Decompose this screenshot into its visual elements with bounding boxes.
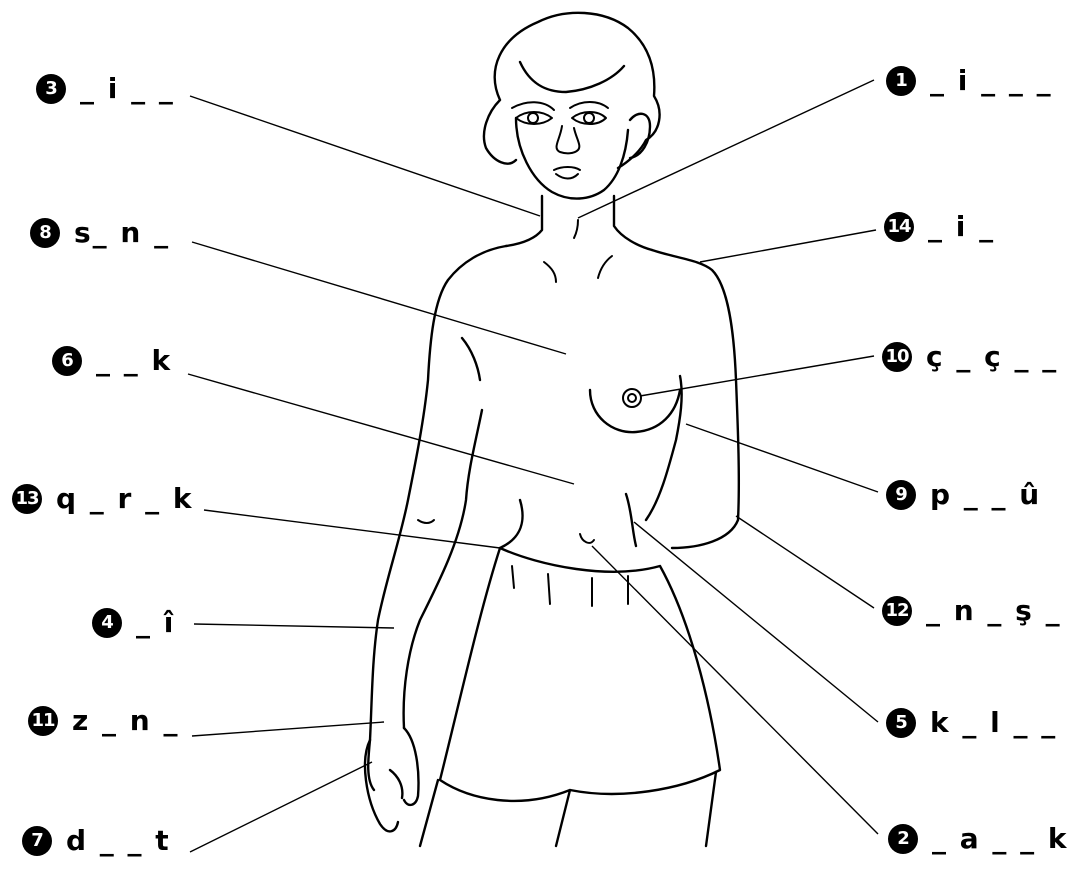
label-1: 1 _ i _ _ _ bbox=[886, 64, 1053, 97]
number-badge: 8 bbox=[30, 218, 60, 248]
number-badge: 5 bbox=[886, 708, 916, 738]
waist-left bbox=[500, 500, 523, 548]
label-14: 14 _ i _ bbox=[884, 210, 995, 243]
label-2: 2 _ a _ _ k bbox=[888, 822, 1069, 855]
label-text: q _ r _ k bbox=[56, 482, 193, 515]
number-badge: 10 bbox=[882, 342, 912, 372]
number-badge: 12 bbox=[882, 596, 912, 626]
neck-line bbox=[574, 220, 578, 238]
number-badge: 3 bbox=[36, 74, 66, 104]
number-badge: 14 bbox=[884, 212, 914, 242]
label-8: 8 s_ n _ bbox=[30, 216, 170, 249]
label-6: 6 _ _ k bbox=[52, 344, 172, 377]
number-badge: 1 bbox=[886, 66, 916, 96]
label-text: z _ n _ bbox=[72, 704, 179, 737]
collarbones bbox=[544, 256, 612, 282]
label-text: _ i _ _ _ bbox=[930, 64, 1053, 97]
label-text: ç _ ç _ _ bbox=[926, 340, 1058, 373]
waist-right bbox=[626, 494, 636, 546]
hand-outline bbox=[365, 728, 418, 831]
legs bbox=[420, 772, 716, 846]
ear-outline bbox=[630, 114, 650, 158]
eyes bbox=[512, 102, 608, 124]
number-badge: 11 bbox=[28, 706, 58, 736]
right-arm-outline bbox=[646, 376, 682, 520]
number-badge: 2 bbox=[888, 824, 918, 854]
label-10: 10 ç _ ç _ _ bbox=[882, 340, 1058, 373]
label-text: k _ l _ _ bbox=[930, 706, 1057, 739]
nipple-outer bbox=[623, 389, 641, 407]
label-text: d _ _ t bbox=[66, 824, 171, 857]
nipple-inner bbox=[628, 394, 636, 402]
label-text: _ i _ bbox=[928, 210, 995, 243]
number-badge: 4 bbox=[92, 608, 122, 638]
torso-left-outline bbox=[368, 246, 506, 790]
navel bbox=[580, 534, 594, 543]
label-text: _ i _ _ bbox=[80, 72, 175, 105]
label-13: 13 q _ r _ k bbox=[12, 482, 193, 515]
label-11: 11 z _ n _ bbox=[28, 704, 179, 737]
mouth bbox=[554, 167, 580, 179]
number-badge: 6 bbox=[52, 346, 82, 376]
neck-outline bbox=[506, 196, 652, 250]
label-12: 12 _ n _ ş _ bbox=[882, 594, 1062, 627]
number-badge: 13 bbox=[12, 484, 42, 514]
label-text: _ n _ ş _ bbox=[926, 594, 1062, 627]
elbow bbox=[418, 520, 434, 523]
label-9: 9 p _ _ û bbox=[886, 478, 1041, 511]
label-text: _ _ k bbox=[96, 344, 172, 377]
number-badge: 7 bbox=[22, 826, 52, 856]
label-text: _ î bbox=[136, 606, 175, 639]
label-4: 4 _ î bbox=[92, 606, 175, 639]
number-badge: 9 bbox=[886, 480, 916, 510]
label-5: 5 k _ l _ _ bbox=[886, 706, 1057, 739]
label-text: _ a _ _ k bbox=[932, 822, 1069, 855]
nose bbox=[557, 126, 580, 153]
label-3: 3 _ i _ _ bbox=[36, 72, 175, 105]
label-text: s_ n _ bbox=[74, 216, 170, 249]
shorts-outline bbox=[440, 548, 720, 846]
left-arm-inner bbox=[404, 338, 482, 728]
label-text: p _ _ û bbox=[930, 478, 1041, 511]
label-7: 7 d _ _ t bbox=[22, 824, 171, 857]
torso-right-outline bbox=[652, 250, 739, 548]
